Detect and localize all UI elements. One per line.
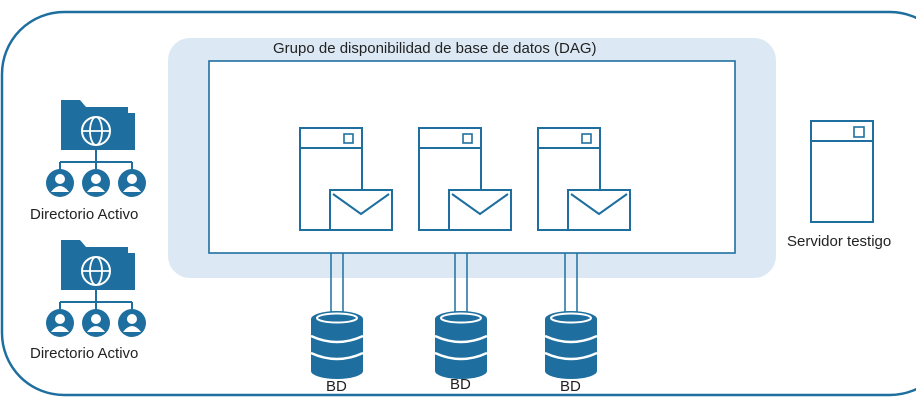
outer-frame bbox=[0, 10, 916, 397]
database-icon bbox=[434, 311, 488, 379]
active-directory-2 bbox=[46, 240, 146, 337]
user-icon bbox=[118, 309, 146, 337]
active-directory-label-1: Directorio Activo bbox=[30, 206, 139, 223]
active-directory-1 bbox=[46, 100, 146, 197]
tree-connector bbox=[59, 290, 133, 310]
mail-server-2 bbox=[418, 127, 512, 231]
folder-globe-icon bbox=[61, 240, 135, 290]
user-icon bbox=[82, 309, 110, 337]
database-icon bbox=[310, 311, 364, 379]
mail-icon bbox=[448, 189, 512, 231]
database-icon bbox=[544, 311, 598, 379]
mail-icon bbox=[329, 189, 393, 231]
witness-server-icon bbox=[810, 120, 874, 223]
database-label-2: BD bbox=[450, 376, 471, 393]
user-icon bbox=[118, 169, 146, 197]
dag-title: Grupo de disponibilidad de base de datos… bbox=[273, 40, 597, 57]
mail-server-3 bbox=[537, 127, 631, 231]
active-directory-label-2: Directorio Activo bbox=[30, 345, 139, 362]
tree-connector bbox=[59, 150, 133, 170]
folder-globe-icon bbox=[61, 100, 135, 150]
mail-server-1 bbox=[299, 127, 393, 231]
user-icon bbox=[82, 169, 110, 197]
database-label-3: BD bbox=[560, 378, 581, 395]
database-label-1: BD bbox=[326, 378, 347, 395]
mail-icon bbox=[567, 189, 631, 231]
witness-server-label: Servidor testigo bbox=[787, 233, 892, 250]
user-icon bbox=[46, 169, 74, 197]
server-db-connectors bbox=[330, 253, 578, 318]
user-icon bbox=[46, 309, 74, 337]
